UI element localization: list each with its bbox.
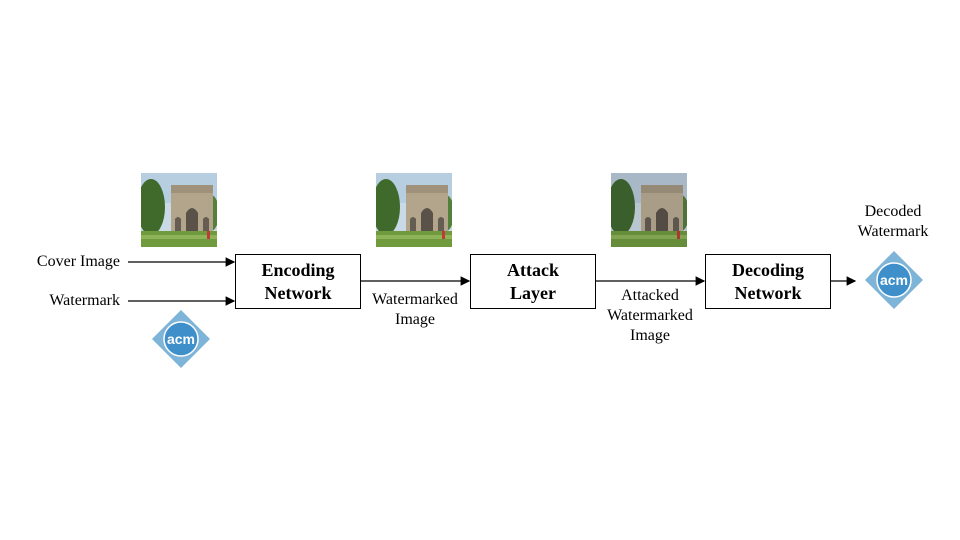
attack-layer-line2: Layer — [510, 282, 556, 303]
watermarked-line1: Watermarked — [372, 291, 458, 308]
watermark-label: Watermark — [49, 292, 120, 309]
watermarked-arch-photo — [376, 173, 452, 247]
attack-layer-line1: Attack — [507, 259, 559, 280]
cover-image-label: Cover Image — [36, 253, 120, 270]
attack-layer-block: Attack Layer — [470, 254, 596, 309]
decoding-network-line2: Network — [734, 282, 802, 303]
decoded-watermark-label: Decoded Watermark — [838, 202, 948, 242]
encoding-network-block: Encoding Network — [235, 254, 361, 309]
decoded-watermark-acm-logo: acm — [864, 250, 924, 310]
decoded-line1: Decoded — [864, 203, 922, 220]
decoding-network-line1: Decoding — [732, 259, 804, 280]
attacked-line2: Watermarked — [607, 307, 693, 324]
input-watermark-acm-logo: acm — [151, 309, 211, 369]
attacked-line1: Attacked — [621, 287, 679, 304]
attacked-line3: Image — [630, 327, 670, 344]
cover-arch-photo — [141, 173, 217, 247]
attacked-watermarked-image-label: Attacked Watermarked Image — [595, 286, 705, 346]
attacked-arch-photo — [611, 173, 687, 247]
acm-logo-text: acm — [167, 331, 195, 347]
decoding-network-block: Decoding Network — [705, 254, 831, 309]
decoded-line2: Watermark — [857, 223, 929, 240]
watermarked-line2: Image — [395, 311, 435, 328]
encoding-network-line1: Encoding — [261, 259, 335, 280]
watermarked-image-label: Watermarked Image — [360, 290, 470, 330]
encoding-network-line2: Network — [264, 282, 332, 303]
acm-logo-text: acm — [880, 272, 908, 288]
